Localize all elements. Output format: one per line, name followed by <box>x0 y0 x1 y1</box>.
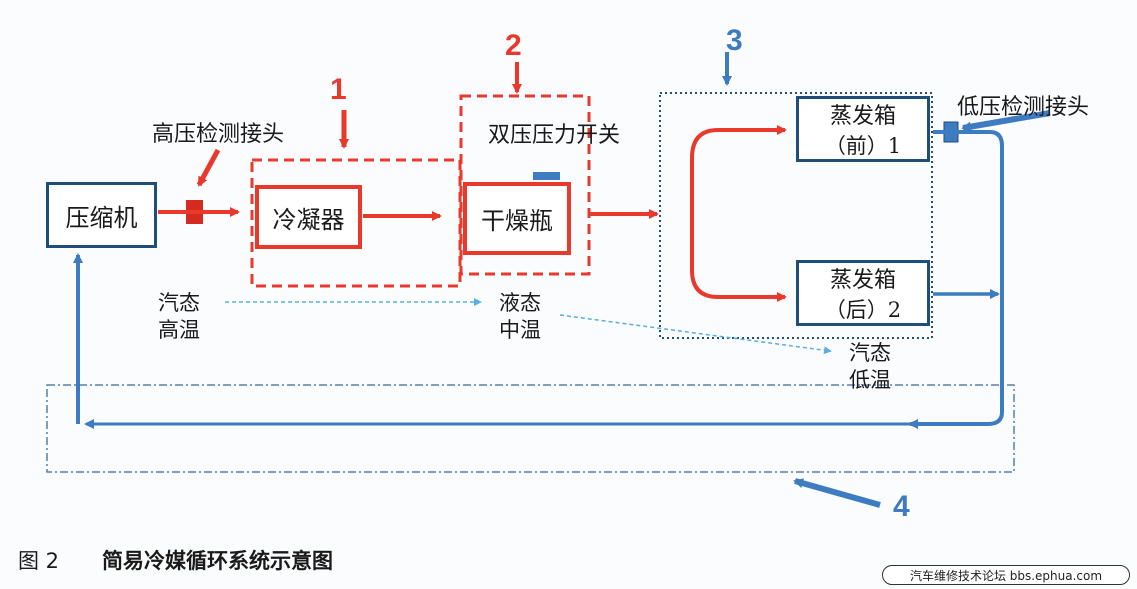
compressor-box: 压缩机 <box>46 182 157 248</box>
callout-number-1: 1 <box>330 73 347 106</box>
callout-arrow-low-port <box>961 110 1051 132</box>
callout-number-4: 4 <box>893 490 910 523</box>
watermark-text: 汽车维修技术论坛 bbs.ephua.com <box>909 568 1103 583</box>
figure-title: 简易冷媒循环系统示意图 <box>102 549 333 573</box>
pressure-switch-block <box>533 172 560 180</box>
evaporator-rear-box: 蒸发箱 （后）2 <box>796 260 930 326</box>
evaporator-front-label-1: 蒸发箱 <box>829 104 896 129</box>
flow-split-front <box>690 128 785 214</box>
state-gas-low-1: 汽态 <box>849 341 891 365</box>
state-gas-low-2: 低温 <box>849 368 891 392</box>
flow-front-evap-out <box>912 130 1004 426</box>
callout-arrow-high-port <box>196 148 221 187</box>
callout-number-2: 2 <box>505 29 522 62</box>
state-gas-high-1: 汽态 <box>158 291 200 315</box>
evaporator-front-label-2: （前）1 <box>824 134 902 158</box>
flow-split-rear <box>690 214 787 302</box>
region-3-evaporators <box>659 92 933 339</box>
evaporator-rear-label-2: （后）2 <box>824 298 902 322</box>
dryer-box: 干燥瓶 <box>463 182 571 255</box>
condenser-box: 冷凝器 <box>255 185 362 249</box>
dryer-label: 干燥瓶 <box>481 207 553 235</box>
region-4-return <box>46 384 1015 473</box>
callout-number-3: 3 <box>726 24 743 57</box>
low-pressure-port-label: 低压检测接头 <box>957 95 1090 120</box>
region-2-dryer <box>459 94 591 276</box>
evaporator-rear-label-1: 蒸发箱 <box>829 268 896 293</box>
state-pointer-2 <box>559 314 832 355</box>
region-1-condenser <box>250 158 462 288</box>
compressor-label: 压缩机 <box>65 203 138 232</box>
state-liquid-mid-2: 中温 <box>499 318 541 342</box>
callout-arrow-4 <box>793 478 881 508</box>
dual-pressure-switch-label: 双压压力开关 <box>488 123 621 148</box>
watermark: 汽车维修技术论坛 bbs.ephua.com <box>882 565 1130 585</box>
state-gas-high-2: 高温 <box>158 318 200 342</box>
evaporator-front-box: 蒸发箱 （前）1 <box>796 96 930 162</box>
figure-number: 图 2 <box>18 549 60 573</box>
state-liquid-mid-1: 液态 <box>499 291 541 315</box>
high-pressure-port-label: 高压检测接头 <box>152 122 285 147</box>
condenser-label: 冷凝器 <box>272 205 345 234</box>
